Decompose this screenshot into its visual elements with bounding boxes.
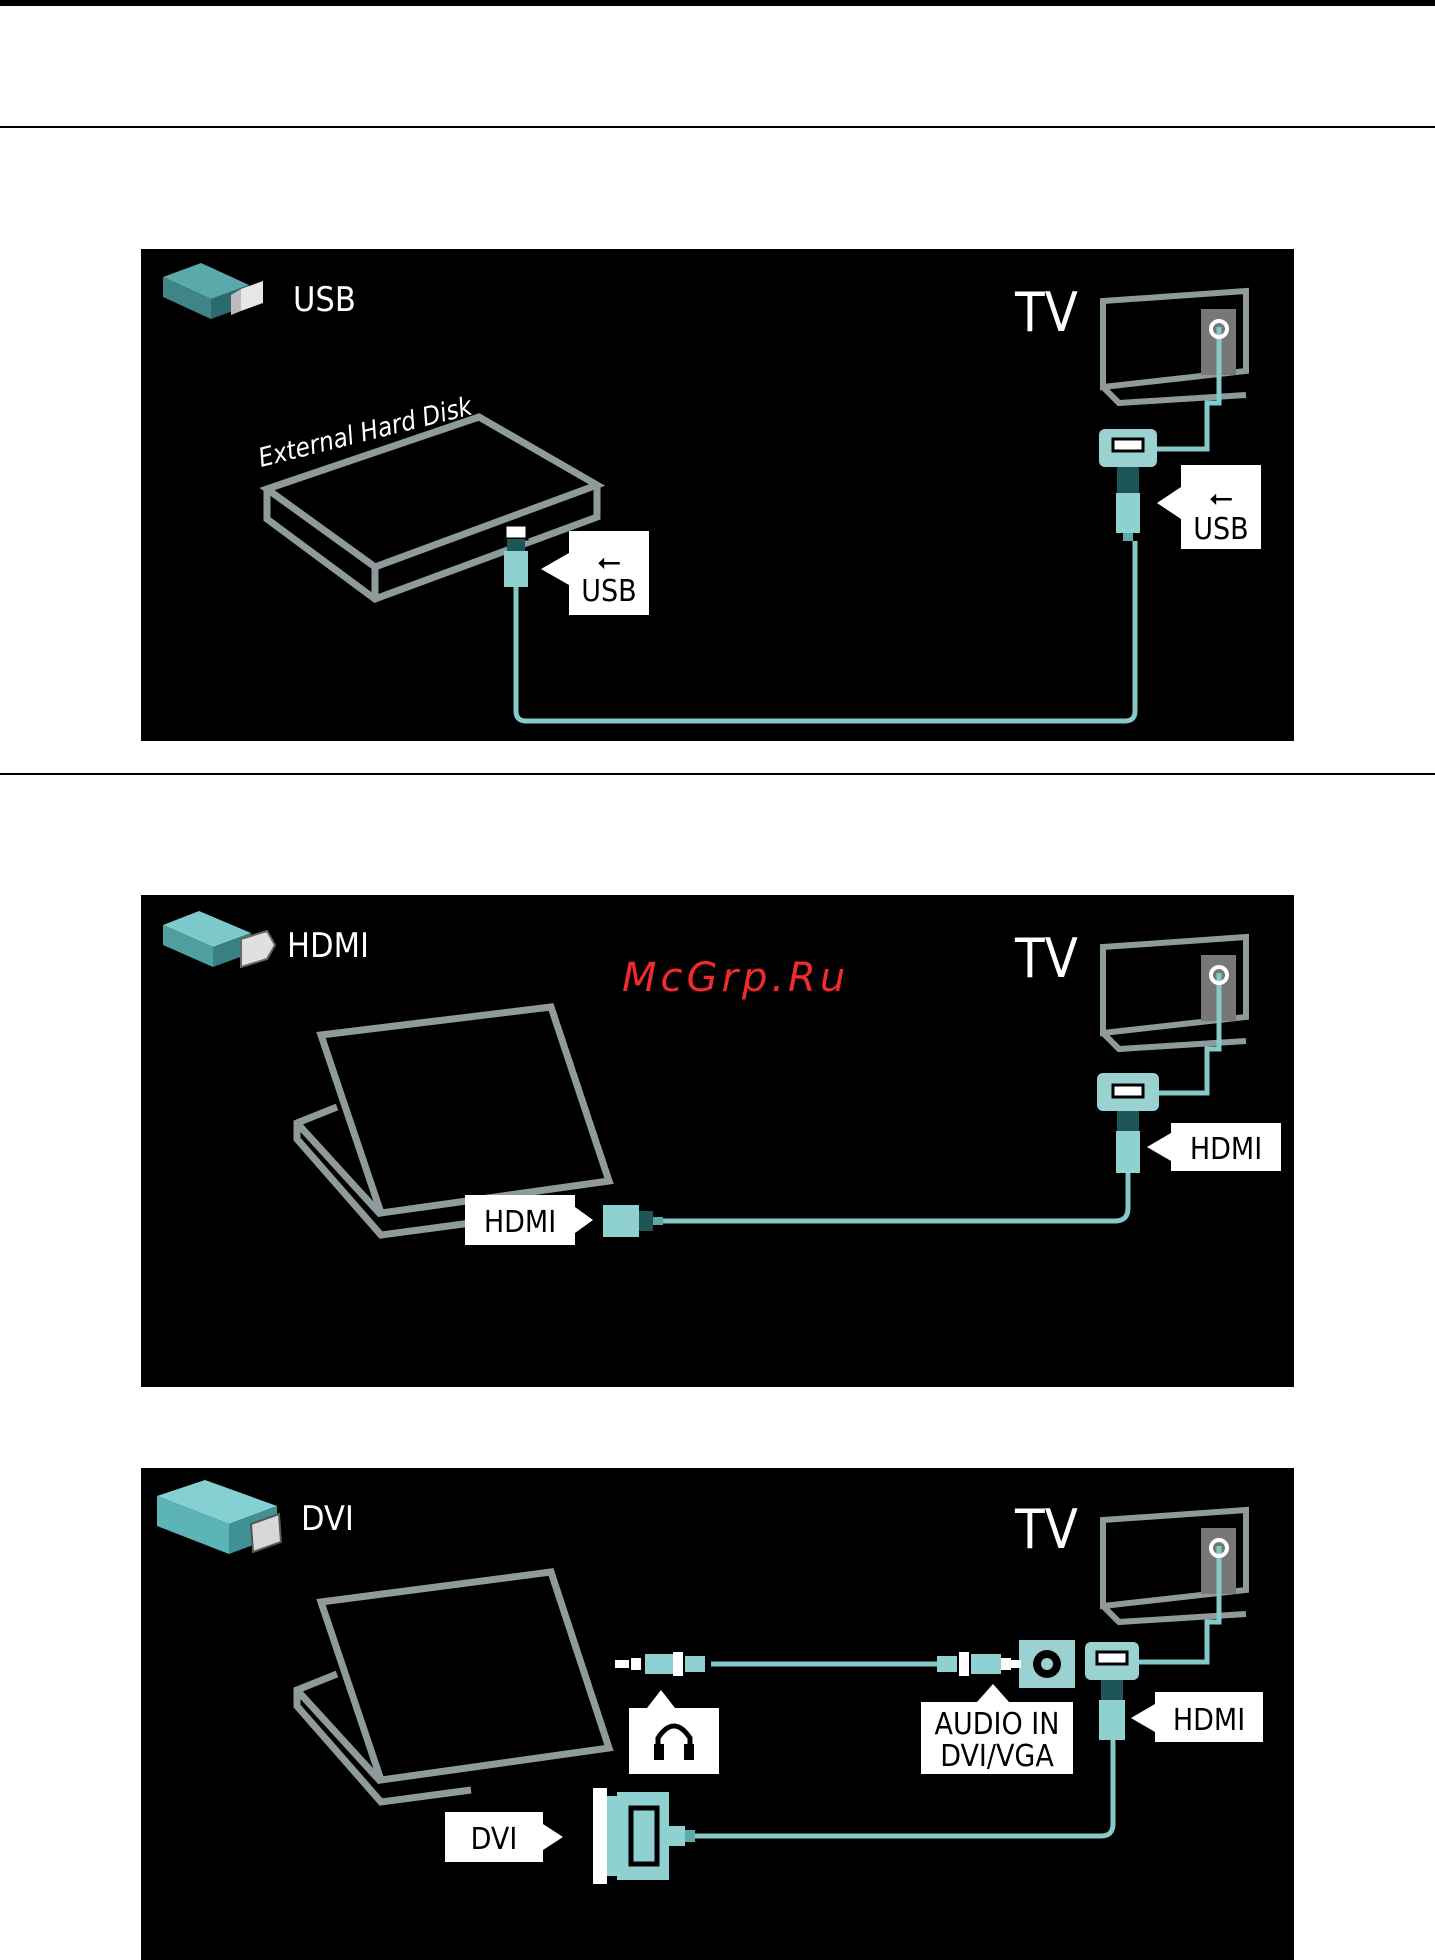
- tv-usb-port-label: USB: [1193, 512, 1248, 547]
- hdmi-cable: [663, 1173, 1128, 1221]
- hdmi-connector-icon: [163, 911, 275, 967]
- audio-in-label: AUDIO IN DVI/VGA: [921, 1684, 1073, 1774]
- tv-label: TV: [1014, 927, 1078, 990]
- watermark: McGrp.Ru: [622, 955, 849, 1001]
- tv-usb-port: [1099, 429, 1157, 541]
- tv-hdmi-label: HDMI: [1147, 1123, 1281, 1171]
- dvi-connector-icon: [157, 1480, 281, 1554]
- audio-cable-plug-right: [937, 1652, 1021, 1676]
- tv-icon: [1103, 1510, 1246, 1622]
- dvi-plug: [593, 1788, 695, 1884]
- dvi-diagram: DVI TV HDMI: [141, 1468, 1294, 1960]
- tv-hdmi-port-label: HDMI: [1173, 1703, 1245, 1738]
- panel-title: DVI: [301, 1499, 354, 1539]
- device-dvi-port-label: DVI: [471, 1822, 518, 1857]
- top-rule: [0, 0, 1435, 6]
- tv-label: TV: [1014, 1498, 1078, 1561]
- device-usb-port-label: USB: [581, 574, 636, 609]
- device-hdmi-port-label: HDMI: [484, 1205, 556, 1240]
- device-usb-label: ⭠ USB: [541, 531, 649, 615]
- laptop-icon: [297, 1572, 609, 1802]
- tv-icon: [1103, 291, 1246, 403]
- panel-title: HDMI: [287, 926, 369, 966]
- device-hdmi-label: HDMI: [465, 1195, 593, 1245]
- tv-icon: [1103, 937, 1246, 1049]
- tv-hdmi-port: [1097, 1073, 1159, 1173]
- usb-diagram: USB TV ⭠ USB External Hard Disk: [141, 249, 1294, 741]
- tv-hdmi-port: [1085, 1642, 1139, 1740]
- tv-hdmi-port-label: HDMI: [1190, 1132, 1262, 1167]
- device-dvi-label: DVI: [445, 1812, 563, 1862]
- audio-in-port: [1019, 1640, 1075, 1688]
- audio-cable-plug-left: [615, 1652, 705, 1676]
- svg-text:⭠: ⭠: [1209, 480, 1233, 515]
- panel-title: USB: [293, 280, 356, 320]
- headphone-label: [629, 1690, 719, 1774]
- audio-in-line2: DVI/VGA: [940, 1739, 1054, 1774]
- tv-label: TV: [1014, 281, 1078, 344]
- separator-rule-1: [0, 126, 1435, 128]
- audio-in-line1: AUDIO IN: [935, 1707, 1060, 1742]
- usb-stick-icon: [163, 263, 263, 319]
- separator-rule-2: [0, 773, 1435, 775]
- tv-usb-label: ⭠ USB: [1157, 465, 1261, 549]
- tv-hdmi-label: HDMI: [1131, 1692, 1263, 1742]
